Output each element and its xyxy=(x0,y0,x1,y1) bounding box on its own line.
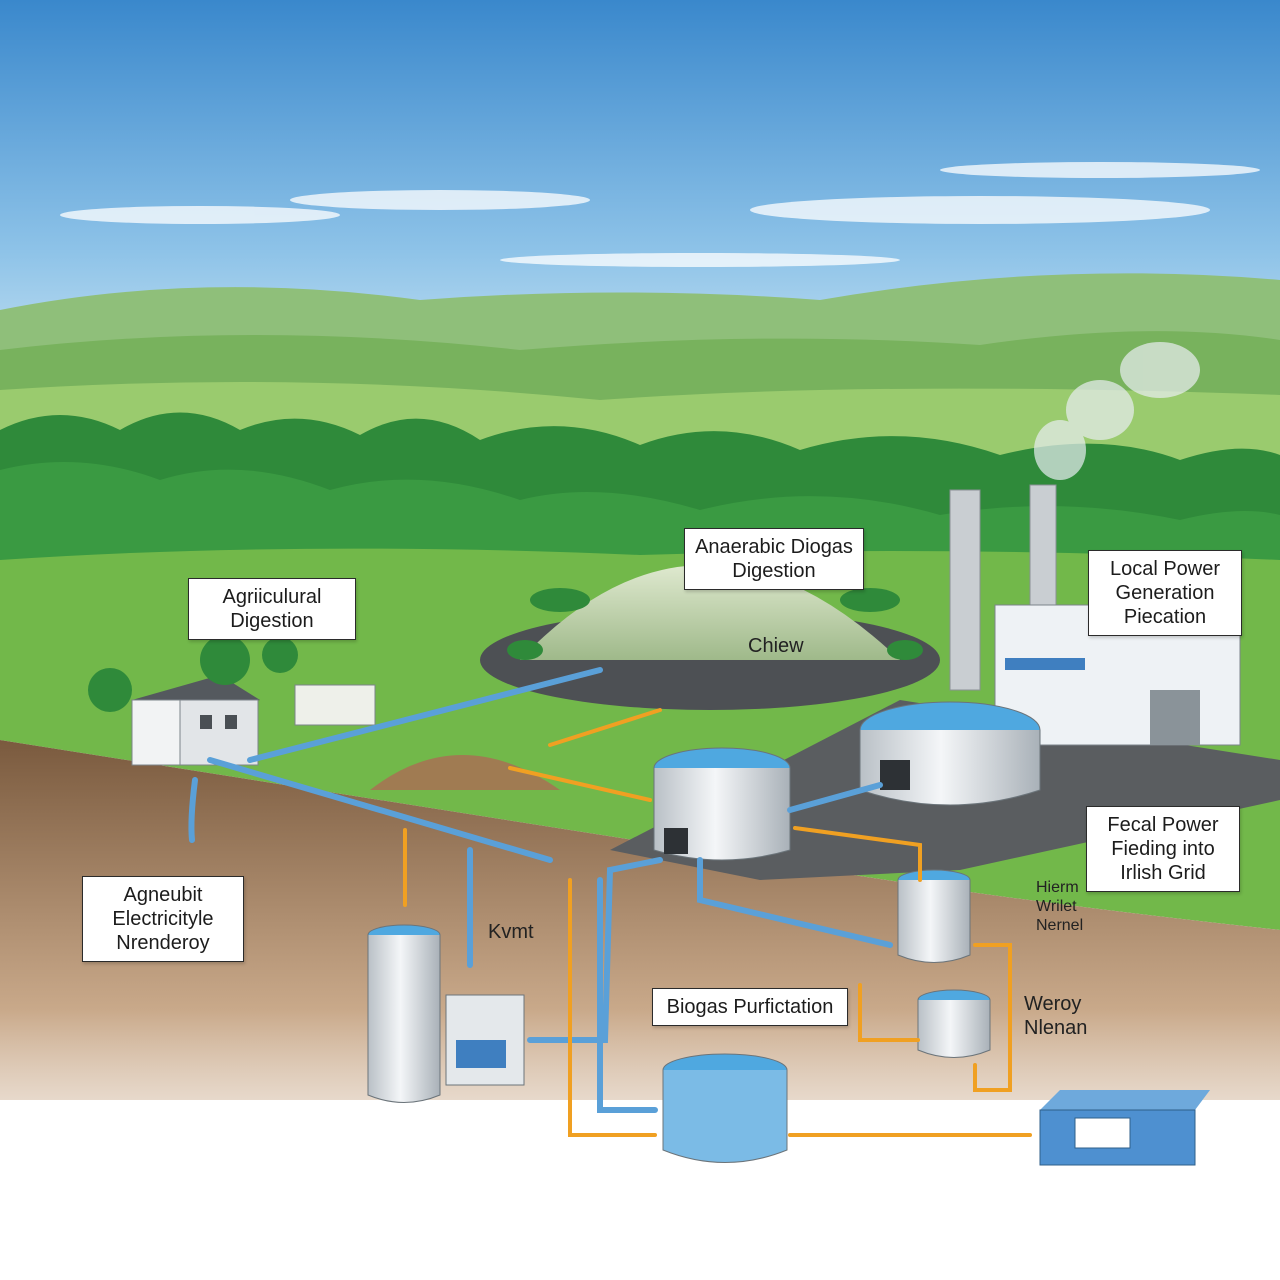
farm-shed xyxy=(294,684,376,726)
label-line: Weroy xyxy=(1024,993,1082,1015)
plant-generator xyxy=(1150,690,1200,745)
callout-line: Biogas Purfictation xyxy=(666,996,834,1018)
label-line: Wrilet xyxy=(1036,898,1077,915)
clouds xyxy=(60,162,1260,267)
label-line: Nernel xyxy=(1036,917,1084,934)
label-kvmt: Kvmt xyxy=(488,921,534,943)
label-chiew: Chiew xyxy=(748,635,804,657)
callout-agricultural-digestion: Agriiculural Digestion xyxy=(188,578,356,640)
callout-local-power-generation: Local Power Generation Piecation xyxy=(1088,550,1242,636)
callout-line: Agriiculural xyxy=(222,586,322,608)
arrow-icon xyxy=(403,708,1032,1137)
callout-electricity-memory: Agneubit Electricityle Nrenderoy xyxy=(82,876,244,962)
callout-line: Irlish Grid xyxy=(1120,862,1206,884)
callout-line: Fieding into xyxy=(1111,838,1215,860)
callout-line: Digestion xyxy=(732,560,816,582)
callout-line: Local Power xyxy=(1109,558,1221,580)
central-tank-door xyxy=(664,828,688,854)
pipe-icon xyxy=(188,667,893,1113)
label-line: Nlenan xyxy=(1024,1017,1088,1039)
tank-icon xyxy=(917,1000,991,1058)
container-icon xyxy=(1040,1090,1210,1110)
manure-pile xyxy=(370,755,560,790)
container-window xyxy=(1074,1117,1131,1149)
dome-hedge xyxy=(507,588,923,660)
callout-line: Generation xyxy=(1115,582,1215,604)
callout-line: Fecal Power xyxy=(1107,814,1219,836)
label-weroy: Weroy Nlenan xyxy=(1024,992,1087,1040)
plant-windows xyxy=(1005,658,1085,670)
callout-feeding-into-grid: Fecal Power Fieding into Irlish Grid xyxy=(1086,806,1240,892)
smoke-plume xyxy=(1034,342,1200,480)
digester-door xyxy=(880,760,910,790)
silo-tank xyxy=(367,935,441,1103)
tank-icon xyxy=(897,880,971,963)
callout-biogas-purification: Biogas Purfictation xyxy=(652,988,848,1026)
callout-line: Electricityle xyxy=(112,908,214,930)
label-line: Hierm xyxy=(1036,879,1079,896)
storage-tank xyxy=(662,1070,788,1163)
callout-line: Anaerabic Diogas xyxy=(695,536,853,558)
chimney-icon xyxy=(949,489,981,691)
callout-line: Agneubit xyxy=(123,884,203,906)
control-panel xyxy=(456,1040,506,1068)
label-hierm: Hierm Wrilet Nernel xyxy=(1036,878,1083,935)
callout-line: Nrenderoy xyxy=(116,932,210,954)
callout-line: Digestion xyxy=(230,610,314,632)
house-icon xyxy=(131,675,260,766)
callout-anaerobic-digestion: Anaerabic Diogas Digestion xyxy=(684,528,864,590)
callout-line: Piecation xyxy=(1123,606,1207,628)
biogas-dome xyxy=(520,565,900,660)
farm-trees xyxy=(88,635,298,712)
